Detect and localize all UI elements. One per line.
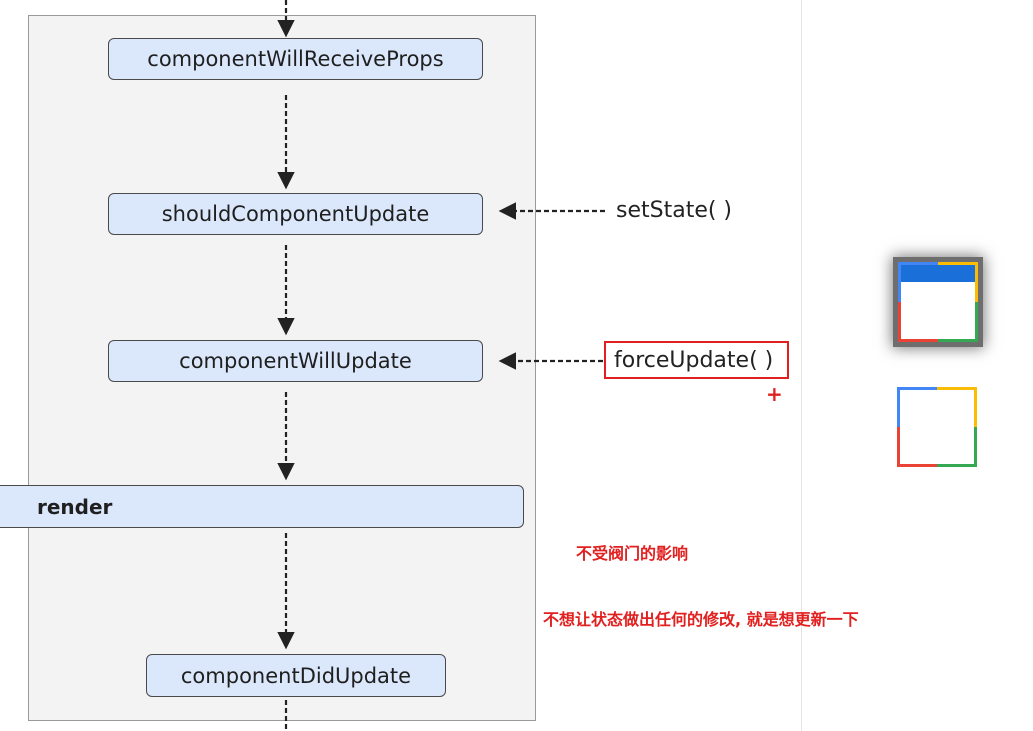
node-component-did-update: componentDidUpdate [146, 654, 446, 697]
node-component-will-receive-props: componentWillReceiveProps [108, 38, 483, 80]
node-should-component-update: shouldComponentUpdate [108, 193, 483, 235]
app-window-icon-selected[interactable] [898, 262, 978, 342]
vertical-divider [801, 0, 802, 731]
annotation-note-1: 不受阀门的影响 [576, 544, 689, 563]
plus-mark: + [766, 382, 783, 406]
annotation-note-2: 不想让状态做出任何的修改, 就是想更新一下 [543, 610, 859, 629]
forceupdate-label: forceUpdate( ) [604, 341, 789, 379]
app-window-icon[interactable] [897, 387, 977, 467]
node-component-will-update: componentWillUpdate [108, 340, 483, 382]
node-render: render [0, 485, 524, 528]
setstate-label: setState( ) [616, 198, 733, 223]
